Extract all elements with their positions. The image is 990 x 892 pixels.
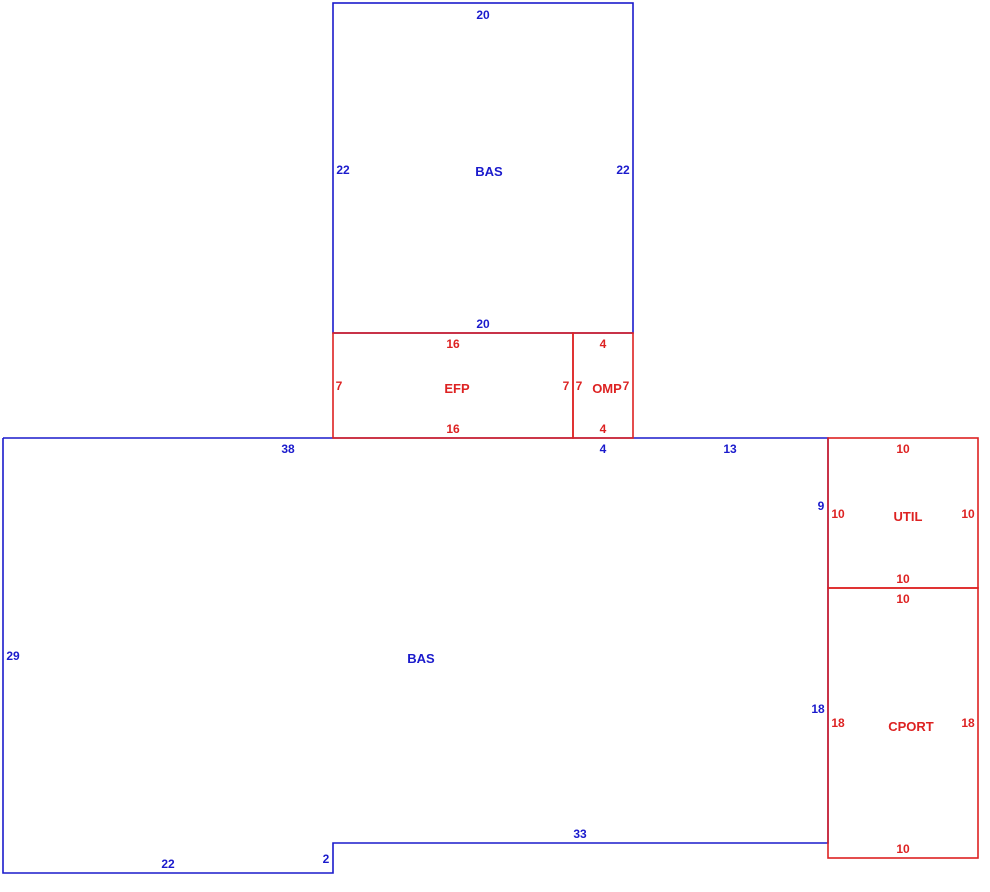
dim-cport-right: 18 [961, 716, 975, 730]
dim-upper-bas-right: 22 [616, 163, 630, 177]
dim-lower-bas-top-right: 13 [723, 442, 737, 456]
dim-lower-bas-top-left: 38 [281, 442, 295, 456]
dim-upper-bas-left: 22 [336, 163, 350, 177]
dim-lower-bas-right-upper: 9 [818, 499, 825, 513]
dim-efp-top: 16 [446, 337, 460, 351]
omp-outline [572, 332, 634, 439]
area-label-upper-bas: BAS [475, 164, 503, 179]
dim-util-bottom: 10 [896, 572, 910, 586]
dim-lower-bas-left: 29 [6, 649, 20, 663]
dim-util-left: 10 [831, 507, 845, 521]
dim-lower-bas-top-mid: 4 [600, 442, 607, 456]
dim-lower-bas-bottom-right: 33 [573, 827, 587, 841]
area-label-lower-bas: BAS [407, 651, 435, 666]
dim-omp-top: 4 [600, 337, 607, 351]
dim-cport-top: 10 [896, 592, 910, 606]
dim-cport-bottom: 10 [896, 842, 910, 856]
dim-lower-bas-right-lower: 18 [811, 702, 825, 716]
area-label-omp: OMP [592, 381, 622, 396]
area-label-cport: CPORT [888, 719, 934, 734]
dim-lower-bas-step: 2 [323, 852, 330, 866]
dim-lower-bas-bottom-left: 22 [161, 857, 175, 871]
area-label-util: UTIL [894, 509, 923, 524]
dim-util-right: 10 [961, 507, 975, 521]
area-label-efp: EFP [444, 381, 470, 396]
dim-cport-left: 18 [831, 716, 845, 730]
dim-omp-right: 7 [623, 379, 630, 393]
dim-upper-bas-bottom: 20 [476, 317, 490, 331]
dim-omp-left: 7 [576, 379, 583, 393]
dim-omp-bottom: 4 [600, 422, 607, 436]
cport-outline [827, 587, 979, 859]
dim-efp-bottom: 16 [446, 422, 460, 436]
dim-efp-left: 7 [336, 379, 343, 393]
dim-upper-bas-top: 20 [476, 8, 490, 22]
dim-efp-right: 7 [563, 379, 570, 393]
dim-util-top: 10 [896, 442, 910, 456]
